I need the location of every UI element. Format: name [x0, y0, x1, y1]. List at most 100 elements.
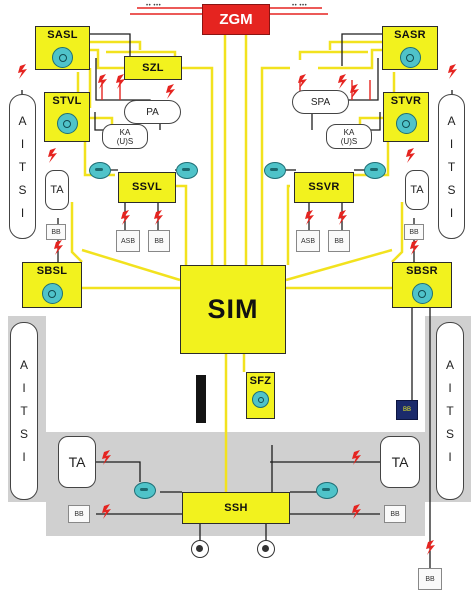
aits-letter: I [20, 205, 25, 220]
connector-box[interactable]: BB [404, 224, 424, 240]
aits-lower-right[interactable]: A I T S I [436, 322, 464, 500]
bolt-icon [98, 74, 107, 89]
ta-upper-right[interactable]: TA [405, 170, 429, 210]
bolt-icon [48, 148, 57, 163]
pa-left-label: PA [146, 106, 159, 118]
ssvr-module[interactable]: SSVR [294, 172, 354, 203]
connector-label: BB [51, 228, 61, 236]
bolt-icon [102, 504, 111, 519]
sim-module[interactable]: SIM [180, 265, 286, 354]
aits-letter: I [20, 136, 25, 151]
sim-label: SIM [207, 294, 259, 324]
ka-left-label: KA [119, 127, 131, 137]
wheel-icon [257, 540, 275, 558]
ta-lower-left[interactable]: TA [58, 436, 96, 488]
bolt-icons [18, 64, 457, 555]
sasl-label: SASL [47, 29, 78, 41]
lens-sensor-icon [364, 162, 386, 179]
spa-right-component[interactable]: SPA [292, 90, 349, 114]
connector-label: BB [425, 575, 435, 583]
sbsl-label: SBSL [36, 265, 68, 277]
aits-letter: I [448, 450, 452, 464]
knob-icon [41, 283, 63, 304]
ssvr-label: SSVR [308, 181, 340, 193]
connector-box[interactable]: BB [384, 505, 406, 523]
knob-icon [411, 283, 433, 304]
connector-box[interactable]: BB [68, 505, 90, 523]
ssvl-module[interactable]: SSVL [118, 172, 176, 203]
wheel-icon [191, 540, 209, 558]
dark-connector[interactable] [196, 375, 206, 423]
aits-letter: A [19, 358, 28, 372]
ssh-module[interactable]: SSH [182, 492, 290, 524]
aits-letter: S [445, 427, 454, 441]
lens-sensor-icon [264, 162, 286, 179]
connector-label: BB [409, 228, 419, 236]
lens-sensor-icon [176, 162, 198, 179]
aits-upper-left[interactable]: A I T S I [9, 94, 36, 239]
ta-label: TA [68, 454, 86, 470]
ta-upper-left[interactable]: TA [45, 170, 69, 210]
sasr-label: SASR [394, 29, 426, 41]
connector-box[interactable]: BB [148, 230, 170, 252]
aits-letter: T [447, 159, 456, 174]
connector-box[interactable]: ASB [116, 230, 140, 252]
aits-letter: I [22, 450, 26, 464]
knob-icon [395, 113, 417, 134]
ssvl-label: SSVL [132, 181, 162, 193]
ka-right-label: KA [343, 127, 355, 137]
stvl-module[interactable]: STVL [44, 92, 90, 142]
sbsr-label: SBSR [406, 265, 438, 277]
stvr-module[interactable]: STVR [383, 92, 429, 142]
sbsl-module[interactable]: SBSL [22, 262, 82, 308]
pa-left-component[interactable]: PA [124, 100, 181, 124]
knob-icon [52, 47, 73, 68]
bolt-icon [116, 74, 125, 89]
connector-label: ASB [120, 237, 135, 245]
bolt-icon [410, 240, 419, 255]
bolt-icon [121, 210, 130, 225]
ta-label: TA [391, 454, 409, 470]
tag-right: •• ••• [292, 3, 308, 9]
aits-letter: I [449, 205, 454, 220]
aits-upper-right[interactable]: A I T S I [438, 94, 465, 239]
connector-box[interactable]: BB [418, 568, 442, 590]
szl-label: SZL [142, 61, 164, 74]
navy-connector[interactable]: BB [396, 400, 418, 420]
aits-letter: I [448, 381, 452, 395]
szl-module[interactable]: SZL [124, 56, 182, 80]
lens-sensor-icon [89, 162, 111, 179]
aits-letter: I [22, 381, 26, 395]
connector-box[interactable]: BB [46, 224, 66, 240]
aits-letter: A [445, 358, 454, 372]
bolt-icon [406, 148, 415, 163]
knob-icon [252, 391, 269, 408]
ta-label: TA [50, 184, 64, 196]
ta-lower-right[interactable]: TA [380, 436, 420, 488]
bolt-icon [448, 64, 457, 79]
stvl-label: STVL [52, 95, 82, 107]
ta-label: TA [410, 184, 424, 196]
sbsr-module[interactable]: SBSR [392, 262, 452, 308]
ka-right-component[interactable]: KA (U)S [326, 124, 372, 149]
sasr-module[interactable]: SASR [382, 26, 438, 70]
ka-left-sublabel: (U)S [116, 136, 134, 146]
spa-right-label: SPA [310, 96, 331, 108]
sasl-module[interactable]: SASL [35, 26, 90, 70]
aits-letter: T [446, 404, 454, 418]
lens-sensor-icon [316, 482, 338, 499]
connector-label: BB [154, 237, 164, 245]
connector-label: BB [334, 237, 344, 245]
stvr-label: STVR [390, 95, 422, 107]
ka-left-component[interactable]: KA (U)S [102, 124, 148, 149]
bolt-icon [18, 64, 27, 79]
connector-label: BB [74, 510, 84, 518]
aits-lower-left[interactable]: A I T S I [10, 322, 38, 500]
connector-box[interactable]: ASB [296, 230, 320, 252]
connector-label: ASB [300, 237, 315, 245]
bolt-icon [305, 210, 314, 225]
knob-icon [399, 47, 421, 68]
sfz-module[interactable]: SFZ [246, 372, 275, 419]
connector-box[interactable]: BB [328, 230, 350, 252]
zgm-module[interactable]: ZGM [202, 4, 270, 35]
